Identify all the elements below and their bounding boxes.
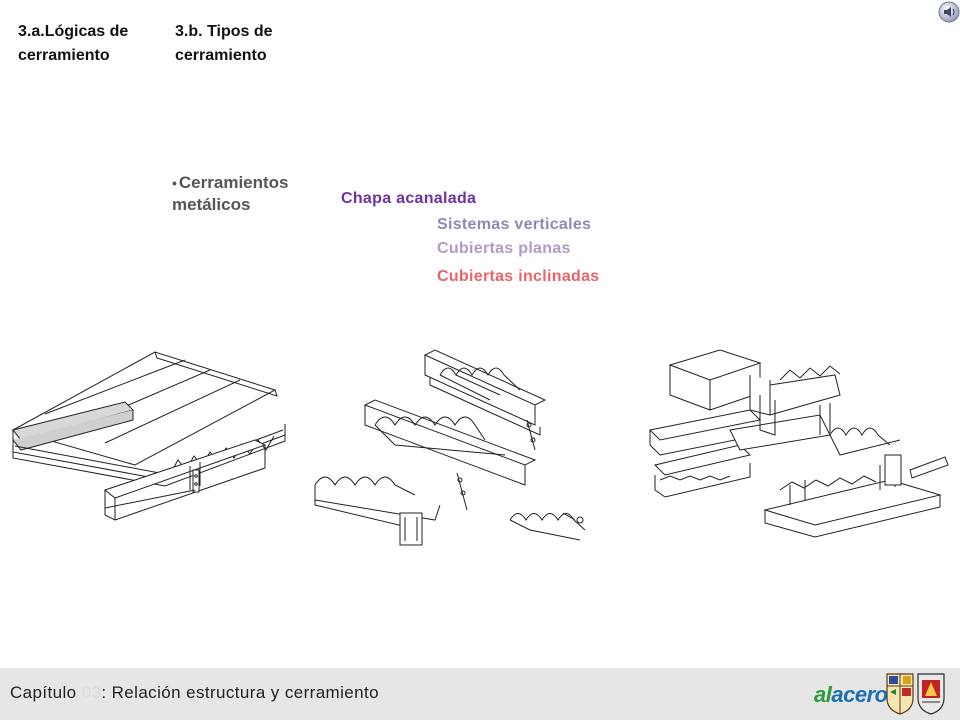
- heading-logicas: 3.a.Lógicas de cerramiento: [18, 23, 129, 64]
- bullet-label: Cerramientos metálicos: [172, 173, 289, 214]
- footer-chapter: Capítulo 03: Relación estructura y cerra…: [10, 683, 379, 703]
- subitem-cubiertas-inclinadas: Cubiertas inclinadas: [437, 268, 600, 285]
- subitem-sistemas-verticales: Sistemas verticales: [437, 216, 592, 233]
- speaker-icon[interactable]: [938, 1, 960, 23]
- chapter-title: : Relación estructura y cerramiento: [101, 683, 379, 702]
- illustration-roof-deck-insulated: [11, 351, 286, 521]
- subitem-cubiertas-planas: Cubiertas planas: [437, 240, 571, 257]
- illustration-corrugated-sheets-purlins: [314, 349, 586, 546]
- footer-bar: [0, 668, 960, 720]
- chapter-number: 03: [81, 683, 102, 702]
- category-chapa-acanalada: Chapa acanalada: [341, 190, 477, 207]
- chapter-prefix: Capítulo: [10, 683, 82, 702]
- bullet-dot: •: [172, 175, 177, 191]
- university-crest-icon: [917, 673, 945, 715]
- university-crest-icon: [886, 673, 914, 715]
- illustration-sandwich-panels: [648, 349, 949, 538]
- bullet-cerramientos: •Cerramientos metálicos: [172, 172, 312, 216]
- logo-text-acero: acero: [831, 682, 888, 707]
- heading-tipos: 3.b. Tipos de cerramiento: [175, 23, 273, 64]
- alacero-logo: alacero: [814, 682, 888, 708]
- logo-text-al: al: [814, 682, 832, 707]
